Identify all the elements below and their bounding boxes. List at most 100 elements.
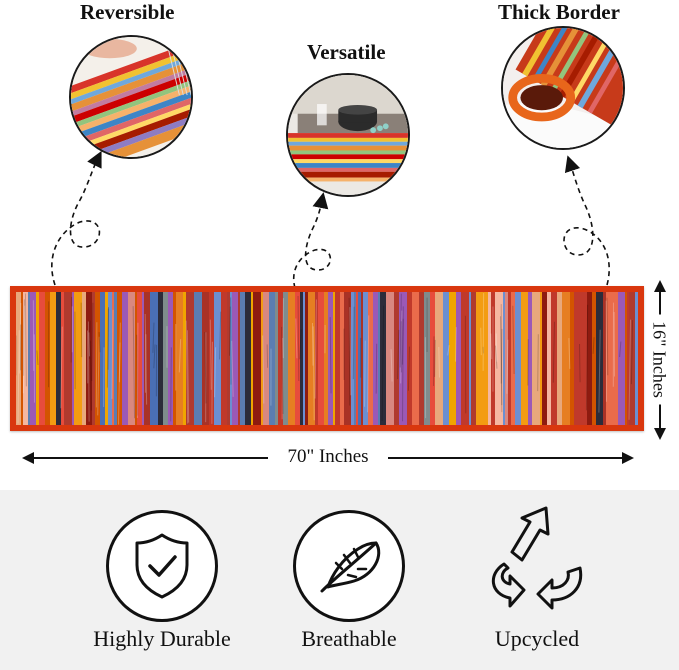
rug-texture-line [178, 339, 182, 373]
rug-stripe [456, 292, 461, 425]
rug-texture-line [214, 347, 217, 398]
rug-stripe [482, 292, 488, 425]
rug-stripe [351, 292, 354, 425]
rug-texture-line [91, 302, 94, 382]
rug-texture-line [281, 326, 284, 415]
rug-stripe [61, 292, 64, 425]
rug-stripe [30, 292, 36, 425]
rug-stripe [176, 292, 183, 425]
rug-stripe [281, 292, 283, 425]
rug-texture-line [500, 304, 503, 406]
rug-stripe [340, 292, 344, 425]
rug-stripe [50, 292, 56, 425]
rug-stripe [158, 292, 163, 425]
rug-stripe [469, 292, 471, 425]
feather-icon [320, 541, 381, 593]
rug-texture-line [585, 304, 589, 411]
rug-texture-line [401, 318, 404, 365]
rug-texture-line [348, 297, 351, 406]
rug-stripe [551, 292, 555, 425]
rug-texture-line [447, 345, 450, 356]
rug-stripe [356, 292, 358, 425]
rug-stripe [64, 292, 72, 425]
rug-texture-line [144, 314, 148, 405]
breathable-badge [293, 510, 405, 622]
rug-texture-line [606, 297, 609, 376]
rug-texture-line [118, 322, 121, 383]
rug-stripe [333, 292, 335, 425]
rug-stripe [488, 292, 491, 425]
rug-stripe [269, 292, 275, 425]
feature-title-reversible: Reversible [80, 0, 175, 24]
rug-stripe [137, 292, 142, 425]
rug-stripe [23, 292, 28, 425]
rug-texture-line [17, 330, 20, 424]
rug-stripe [363, 292, 368, 425]
rug-stripe [435, 292, 443, 425]
rug-stripe [335, 292, 340, 425]
rug-texture-line [329, 317, 332, 394]
rug-stripe [105, 292, 108, 425]
benefit-label-durable: Highly Durable [93, 626, 231, 651]
rug-stripe [112, 292, 114, 425]
rug-stripe [263, 292, 269, 425]
rug-stripe [45, 292, 50, 425]
rug-stripe [168, 292, 173, 425]
rug-stripe [570, 292, 574, 425]
rug-stripe [144, 292, 150, 425]
rug-texture-line [211, 341, 213, 424]
rug-stripe [443, 292, 449, 425]
rug-stripe [540, 292, 542, 425]
rug-texture-line [132, 306, 136, 419]
rug-stripe [354, 292, 356, 425]
rug-texture-line [506, 339, 509, 394]
rug-stripe [495, 292, 503, 425]
rug-texture-line [97, 336, 100, 416]
rug-stripe [315, 292, 318, 425]
rug-stripe [430, 292, 435, 425]
rug-stripe [587, 292, 592, 425]
rug-texture-line [89, 340, 92, 411]
rug-stripe [603, 292, 606, 425]
rug-stripe [232, 292, 238, 425]
rug-texture-line [152, 322, 155, 353]
rug-texture-line [438, 346, 440, 378]
rug-stripe [95, 292, 100, 425]
rug-texture-line [219, 311, 222, 360]
rug-texture-line [209, 319, 212, 390]
rug-texture-line [136, 322, 139, 419]
rug-stripe [532, 292, 540, 425]
rug-stripe [542, 292, 547, 425]
benefits-panel: Highly Durable Breathable Upcycled [0, 490, 679, 670]
rug-stripe [39, 292, 45, 425]
rug-texture-line [24, 293, 27, 387]
versatile-photo [286, 73, 410, 197]
rug-stripe [511, 292, 515, 425]
rug-stripe [491, 292, 495, 425]
rug-stripe [580, 292, 587, 425]
rug-stripe [635, 292, 638, 425]
rug-stripe [86, 292, 92, 425]
rug-stripe [386, 292, 394, 425]
height-label: 16" Inches [648, 314, 670, 405]
rug-texture-line [229, 306, 231, 356]
rug-stripe [56, 292, 61, 425]
rug-texture-line [111, 309, 114, 399]
rug-stripe [399, 292, 407, 425]
rug-stripe [394, 292, 399, 425]
rug-texture-line [231, 340, 234, 397]
rug-stripe [183, 292, 186, 425]
rug-texture-line [185, 320, 189, 424]
rug-stripe [578, 292, 580, 425]
rug-texture-line [500, 316, 503, 413]
rug-texture-line [60, 326, 63, 409]
rug-stripe [128, 292, 135, 425]
rug-stripe [606, 292, 614, 425]
rug-stripe [240, 292, 245, 425]
rug-stripe [114, 292, 117, 425]
rug-texture-line [455, 327, 457, 362]
rug-texture-line [36, 350, 39, 366]
rug-stripe [424, 292, 430, 425]
rug-texture-line [598, 329, 601, 413]
rug-stripe [596, 292, 603, 425]
